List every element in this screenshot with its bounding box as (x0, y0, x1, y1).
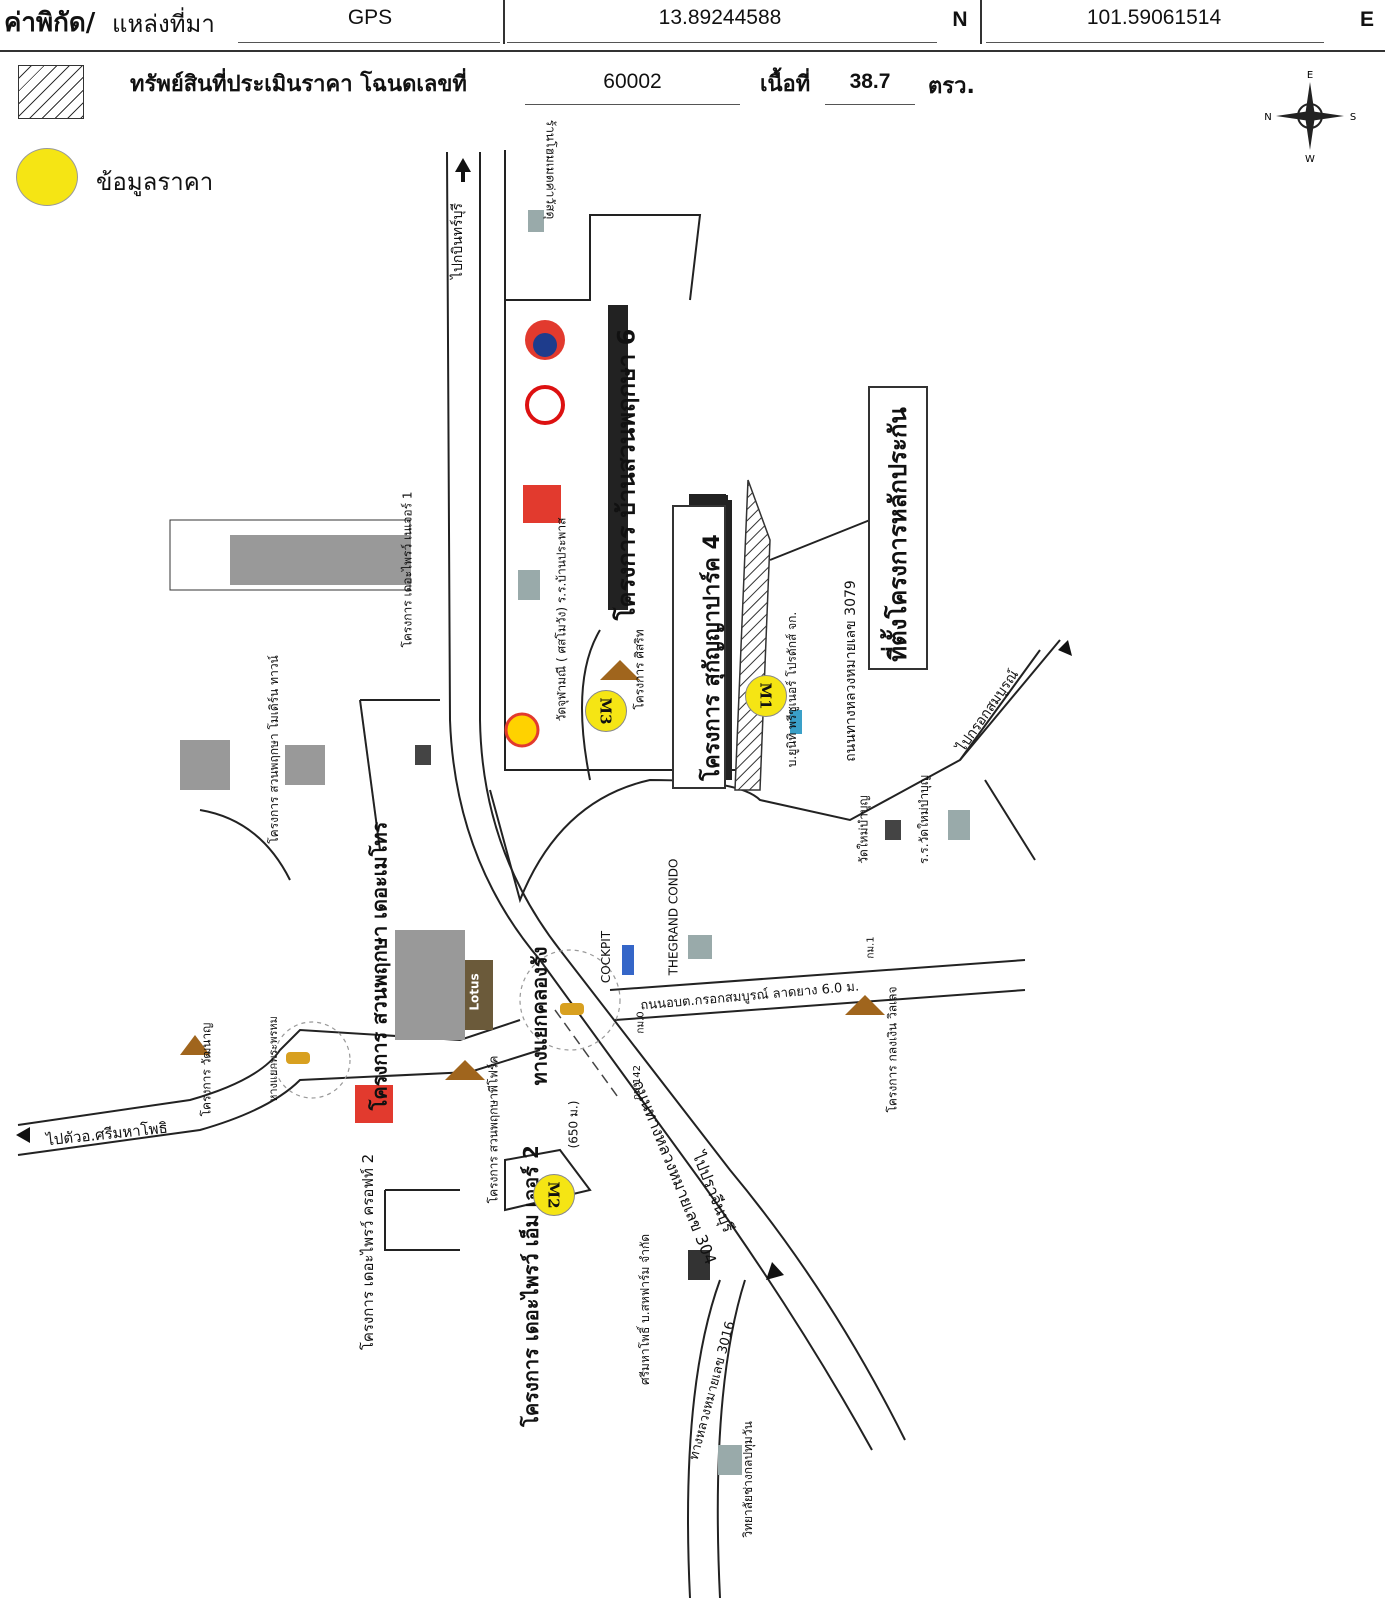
price-legend-dot (16, 148, 78, 206)
label-suan-nphl: โครงการ สวนพฤกษาพีโฟร์ค (486, 1055, 501, 1204)
label-lotus: Lotus (467, 973, 482, 1011)
area-unit: ตรว. (928, 74, 975, 99)
price-marker-m1[interactable]: M1 (745, 675, 787, 717)
hatched-legend-swatch (18, 65, 84, 119)
sukanya-project-box (672, 505, 726, 789)
label-sukanya: โครงการ สุกัญญาปาร์ค 4 (699, 534, 725, 781)
header-divider (503, 0, 505, 44)
label-temple-school: วัดจุฬามณี ( ศสโมวัง) ร.ร.บ้านประพาส (554, 517, 569, 722)
area-label: เนื้อที่ (760, 72, 811, 97)
label-theatmo: โครงการ สวนพฤกษา เดอะเมโทร (367, 821, 392, 1111)
compass-north: N (1264, 112, 1271, 123)
price-marker-m2[interactable]: M2 (533, 1174, 575, 1216)
compass-west: W (1305, 154, 1315, 164)
label-to-kabinburi: ไปกบินทร์บุรี (450, 202, 467, 280)
label-privar2: โครงการ เดอะไพรว์ ครอฟท์ 2 (359, 1153, 378, 1351)
source-value: GPS (347, 6, 393, 29)
label-road-3079: ถนนทางหลวงหมายเลข 3079 (842, 580, 859, 762)
label-shop: ร้านโฮมเมดค่าวัสดุ (543, 119, 558, 220)
label-km1: กม.1 (865, 936, 877, 959)
label-grand-condo: THEGRAND CONDO (666, 858, 681, 976)
price-legend-label: ข้อมูลราคา (96, 168, 214, 196)
label-nature1: โครงการ เดอะไพรว์ เนเจอร์ 1 (400, 491, 415, 648)
subject-project-box (868, 386, 928, 670)
label-wat-bun: วัดใหม่บำบุญ (856, 795, 871, 864)
label-klongngern: โครงการ กลงเงิน วิลเลจ (885, 986, 900, 1113)
header-divider (980, 0, 982, 44)
label-suanphruksa6: โครงการ บ้านสวนพฤกษา 6 (612, 328, 641, 621)
compass-south: S (1350, 112, 1356, 123)
deed-number: 60002 (603, 70, 662, 93)
label-pattani: โครงการ วัฒนาญ (199, 1022, 214, 1117)
label-dist-650: (650 ม.) (566, 1100, 581, 1149)
latitude-dir: N (952, 8, 968, 31)
header-rule (0, 50, 1385, 52)
compass-east: E (1307, 70, 1313, 81)
label-srimahaphot-co: ศรีมหาโพธิ์ บ.สหฟาร์ม จำกัด (638, 1233, 653, 1386)
label-km0: กม.0 (635, 1011, 647, 1034)
label-junction: ทางแยกคลองรัง (527, 946, 552, 1086)
compass-icon: E W N S (1264, 70, 1356, 164)
label-sitrich: โครงการ ศิสริท (632, 629, 647, 710)
source-label: แหล่งที่มา (112, 10, 215, 38)
longitude-value: 101.59061514 (1086, 6, 1222, 29)
longitude-dir: E (1359, 8, 1374, 31)
label-school-wat: ร.ร.วัดใหม่บำบุญ (916, 775, 931, 864)
price-marker-m3[interactable]: M3 (585, 690, 627, 732)
area-value: 38.7 (849, 70, 891, 93)
label-subject-project: ที่ตั้งโครงการหลักประกัน (883, 407, 912, 662)
coord-label: ค่าพิกัด/ (4, 8, 96, 38)
label-garden-town: โครงการ สวนพฤกษา โมเดิร์น ทาวน์ (266, 655, 281, 844)
latitude-value: 13.89244588 (658, 6, 782, 29)
label-college: วิทยาลัยช่างกลปทุมวัน (740, 1421, 755, 1538)
property-label: ทรัพย์สินที่ประเมินราคา โฉนดเลขที่ (130, 72, 467, 97)
label-cockpit: COCKPIT (599, 930, 614, 984)
label-hang-yaek: หางแยกพระพรหม (266, 1016, 280, 1102)
